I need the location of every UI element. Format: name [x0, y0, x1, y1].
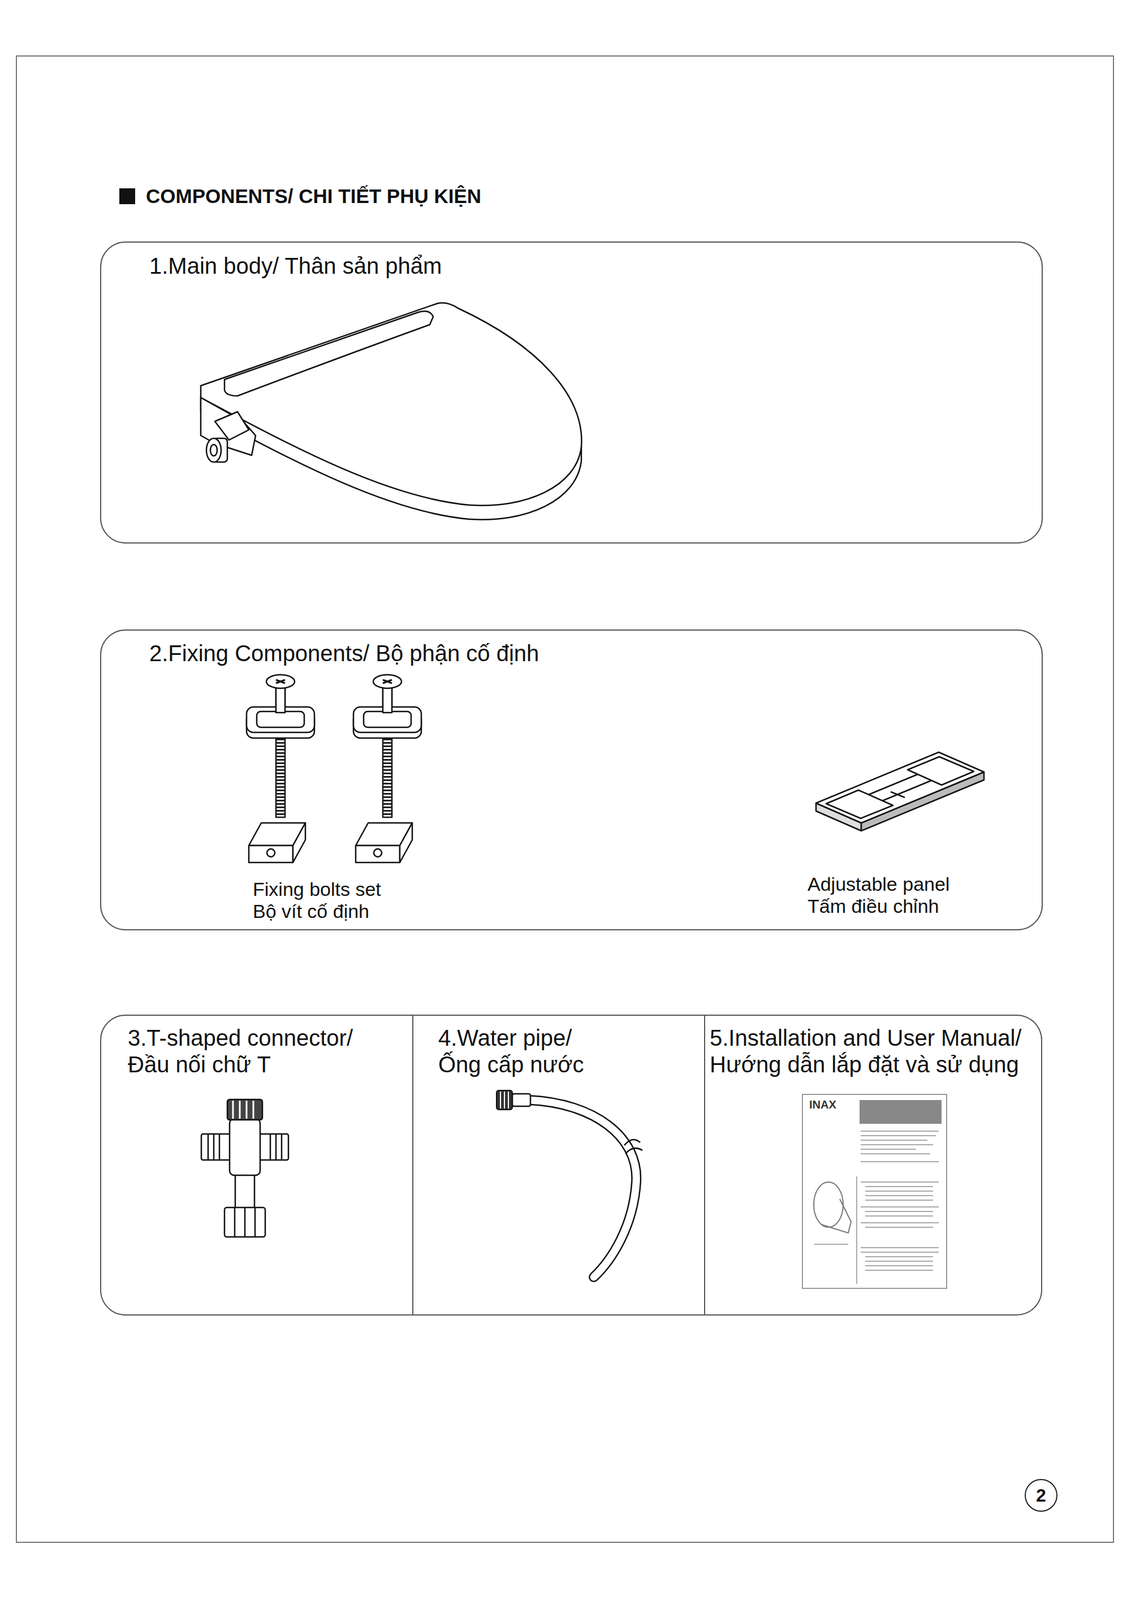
title-bullet — [119, 188, 136, 205]
pipe-drawing — [496, 1090, 643, 1277]
component-heading: 1.Main body/ Thân sản phẩm — [149, 252, 1042, 280]
component-cell: 3.T-shaped connector/ Đầu nối chữ T — [100, 1014, 414, 1316]
seat-drawing — [200, 303, 582, 520]
page-number: 2 — [1024, 1478, 1058, 1512]
component-cell: 5.Installation and User Manual/ Hướng dẫ… — [704, 1014, 1043, 1316]
component-heading: 4.Water pipe/ Ống cấp nước — [438, 1024, 608, 1078]
part-name: Bộ vít cố định — [252, 900, 370, 923]
component-heading: 3.T-shaped connector/ Đầu nối chữ T — [127, 1024, 394, 1078]
manual-drawing — [802, 1094, 947, 1289]
page-number-text: 2 — [1035, 1486, 1047, 1505]
part-name: Adjustable panel — [807, 873, 950, 896]
page-frame — [16, 55, 1114, 1543]
bolt-drawing — [246, 674, 315, 863]
brand-logo: INAX — [809, 1098, 837, 1112]
connector-drawing — [201, 1099, 289, 1237]
component-panel: 1.Main body/ Thân sản phẩm — [100, 241, 1043, 544]
component-heading: 5.Installation and User Manual/ Hướng dẫ… — [709, 1024, 1039, 1078]
part-name: Tấm điều chỉnh — [807, 895, 939, 918]
part-name: Fixing bolts set — [252, 878, 382, 901]
panel-drawing — [816, 752, 984, 831]
bolt-drawing — [353, 674, 422, 863]
component-cell: 4.Water pipe/ Ống cấp nước — [412, 1014, 706, 1316]
component-heading: 2.Fixing Components/ Bộ phận cố định — [149, 640, 1042, 667]
page-title: COMPONENTS/ CHI TIẾT PHỤ KIỆN — [145, 184, 482, 209]
